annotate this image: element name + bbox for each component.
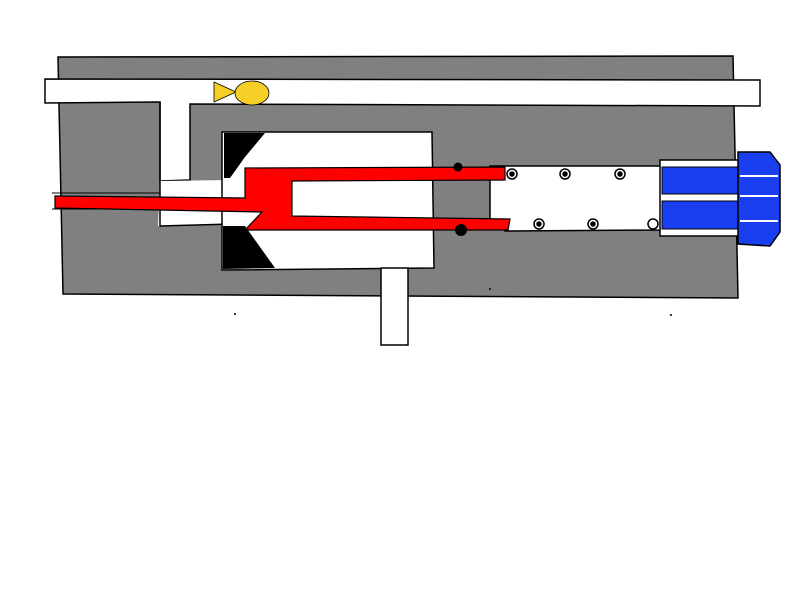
stray-dot [670, 314, 672, 316]
stray-dot [489, 288, 491, 290]
vertical-passage-outline [159, 102, 233, 227]
black-seal-upper [224, 133, 265, 178]
seal-dot [455, 224, 467, 236]
seal-dot [453, 162, 463, 172]
yellow-fish-marker [213, 80, 270, 106]
upper-channel [44, 78, 761, 182]
stray-dot [234, 313, 236, 315]
bottom-outlet-port [380, 267, 409, 346]
valve-body [221, 131, 435, 271]
blue-actuator [659, 151, 781, 247]
black-seal-lower [223, 226, 275, 269]
spring-coils [506, 168, 659, 230]
nozzle [54, 166, 511, 231]
